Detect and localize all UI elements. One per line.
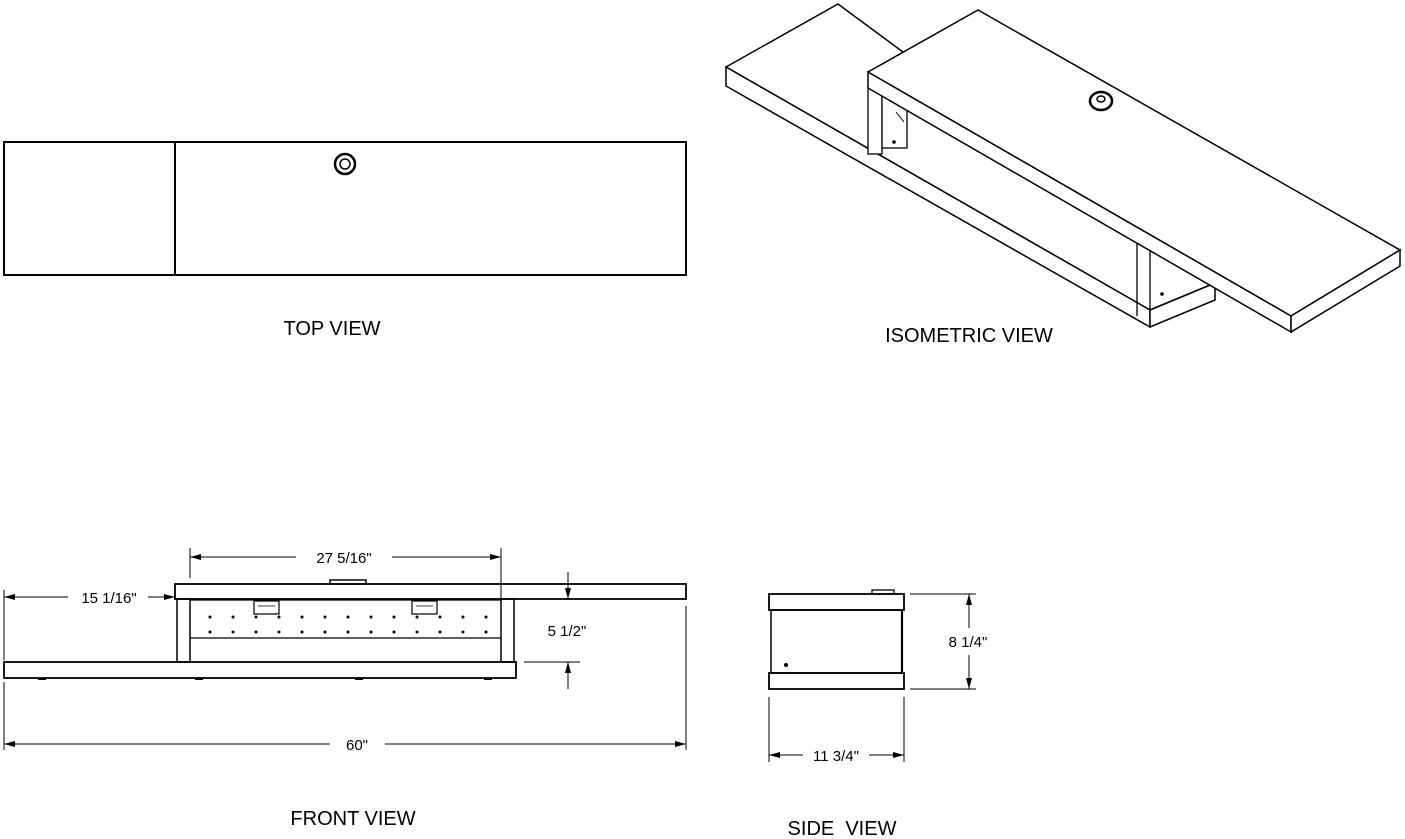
dim-shelf-gap-label: 5 1/2" xyxy=(548,623,587,640)
front-top-shelf xyxy=(174,583,687,600)
iso-top-board xyxy=(866,9,1402,334)
side-support xyxy=(770,609,903,674)
top-view: TOP VIEW xyxy=(3,141,687,340)
dim-overall-width-label: 60" xyxy=(346,737,368,754)
front-feet xyxy=(38,678,492,680)
side-grommet xyxy=(871,589,895,595)
iso-bottom-board xyxy=(724,3,1217,329)
top-view-outline xyxy=(3,141,687,276)
dim-shelf-span-label: 27 5/16" xyxy=(316,550,371,567)
dim-overall-height: 8 1/4" xyxy=(910,593,988,690)
front-grommet xyxy=(329,579,367,585)
top-view-grommet-icon xyxy=(333,152,357,176)
front-view: 27 5/16" 15 1/16" 5 1/2" 60" FRONT VIEW xyxy=(3,548,687,830)
dim-overall-width: 60" xyxy=(3,606,687,754)
side-top-shelf xyxy=(768,593,905,611)
isometric-view: ISOMETRIC VIEW xyxy=(724,3,1402,347)
side-bottom-board xyxy=(768,672,905,690)
dim-shelf-span: 27 5/16" xyxy=(189,548,502,598)
top-view-label: TOP VIEW xyxy=(283,318,380,340)
side-view: 8 1/4" 11 3/4" SIDE VIEW xyxy=(768,589,988,839)
dim-shelf-gap: 5 1/2" xyxy=(524,572,586,689)
dim-left-offset: 15 1/16" xyxy=(3,590,175,660)
dim-depth-label: 11 3/4" xyxy=(813,748,859,765)
front-bottom-board xyxy=(3,661,517,679)
dim-depth: 11 3/4" xyxy=(768,697,905,765)
front-left-support xyxy=(176,598,191,663)
front-right-support xyxy=(500,598,515,663)
isometric-view-label: ISOMETRIC VIEW xyxy=(885,325,1053,347)
dim-overall-height-label: 8 1/4" xyxy=(949,634,988,651)
iso-grommet-icon xyxy=(1088,90,1114,112)
front-view-label: FRONT VIEW xyxy=(290,808,415,830)
dim-left-offset-label: 15 1/16" xyxy=(81,590,136,607)
side-view-label: SIDE VIEW xyxy=(788,818,897,839)
front-back-panel xyxy=(190,599,501,639)
front-panel-holes xyxy=(208,615,488,634)
